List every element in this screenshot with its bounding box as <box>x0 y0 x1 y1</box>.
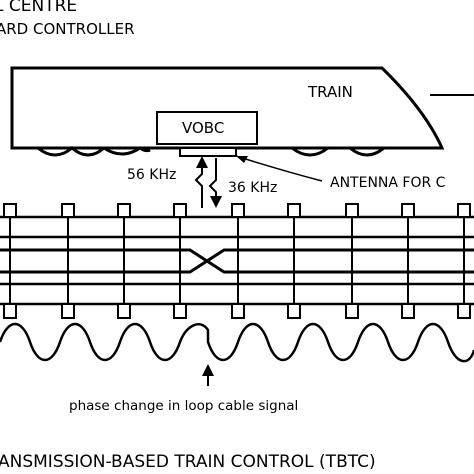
downlink-arrow <box>208 158 222 208</box>
uplink-frequency: 56 KHz <box>127 167 176 183</box>
wheel-1 <box>37 146 105 157</box>
antenna-bar <box>179 147 237 157</box>
vobc-box <box>156 111 258 145</box>
sleepers-top <box>3 203 471 218</box>
wheel-2 <box>103 146 151 156</box>
diagram-title: ANSMISSION-BASED TRAIN CONTROL (TBTC) <box>0 452 376 472</box>
antenna-leader <box>235 155 323 182</box>
loop-signal-waveform <box>0 322 474 363</box>
uplink-arrow <box>194 156 208 208</box>
downlink-frequency: 36 KHz <box>228 180 277 196</box>
wheel-4 <box>349 146 385 157</box>
phase-change-arrow <box>202 364 214 386</box>
loop-cable <box>0 248 474 274</box>
train-outline <box>10 66 445 150</box>
control-centre-label: L CENTRE <box>0 0 77 16</box>
vobc-label: VOBC <box>182 119 224 137</box>
train-body <box>10 66 445 157</box>
wheel-3 <box>291 146 329 157</box>
wayside-controller-label: ARD CONTROLLER <box>0 20 135 38</box>
tie-connectors <box>9 217 465 304</box>
antenna-label: ANTENNA FOR C <box>330 175 446 191</box>
sleepers-bottom <box>3 303 471 319</box>
antenna-arrowhead <box>236 156 248 163</box>
train-label: TRAIN <box>307 83 353 101</box>
phase-change-caption: phase change in loop cable signal <box>69 398 298 414</box>
